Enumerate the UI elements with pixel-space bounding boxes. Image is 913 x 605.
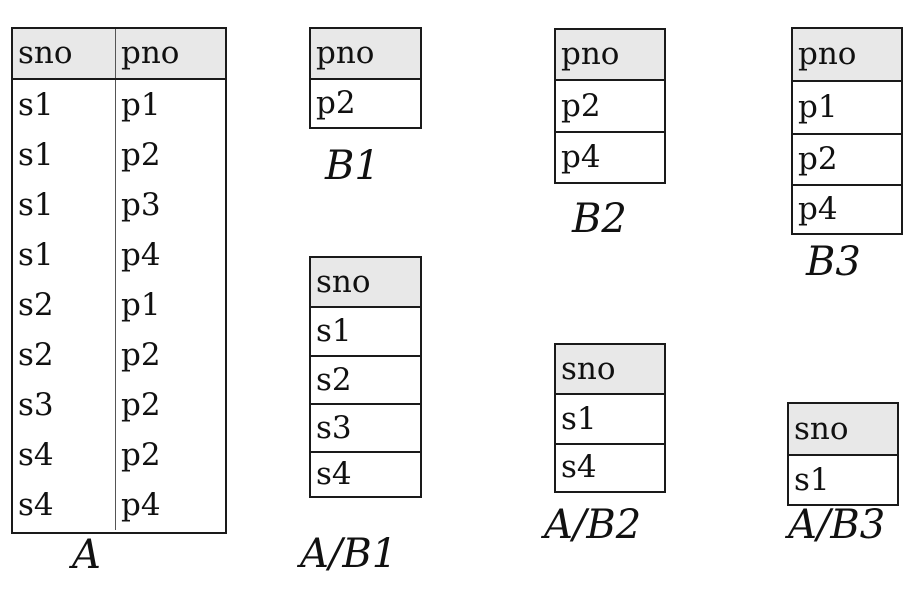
relation-a-cell-sno: s1 [13, 80, 116, 130]
relation-a-div-b1-header-sno: sno [316, 263, 371, 300]
relation-a-div-b3-header: sno [789, 404, 897, 456]
relation-b1-header: pno [311, 29, 420, 80]
relation-b3-header-pno: pno [798, 36, 857, 72]
relation-b2-cell: p2 [561, 87, 601, 124]
table-row: p2 [793, 133, 901, 184]
relation-a-div-b2-label: A/B2 [544, 502, 642, 548]
relation-a-cell-pno: p1 [121, 286, 161, 323]
relation-a-div-b1-table: sno s1 s2 s3 s4 [309, 256, 422, 498]
relation-a-div-b1-header: sno [311, 258, 420, 308]
relation-a-div-b3-header-sno: sno [794, 410, 849, 447]
relation-a-cell-pno: p1 [121, 86, 161, 123]
relation-b2-header-pno: pno [561, 36, 620, 72]
relation-a-header-pno: pno [121, 35, 180, 71]
table-row: s1 [789, 456, 897, 504]
relation-a-cell-sno: s2 [13, 330, 116, 380]
relation-b1-label: B1 [325, 143, 380, 189]
relation-a-cell-sno: s2 [13, 280, 116, 330]
relation-a-table: sno pno s1 p1 s1 p2 s1 p3 s1 p4 s2 p1 s2… [11, 27, 227, 534]
relation-a-cell-sno: s4 [13, 480, 116, 530]
table-row: p2 [556, 81, 664, 131]
relation-a-div-b2-cell: s4 [561, 448, 597, 485]
relation-b2-label: B2 [572, 196, 627, 242]
table-row: s2 p2 [13, 330, 225, 380]
table-row: s1 p3 [13, 180, 225, 230]
relation-a-cell-pno: p2 [121, 336, 161, 373]
relation-b2-cell: p4 [561, 139, 601, 175]
table-row: s4 p4 [13, 480, 225, 530]
relation-a-cell-sno: s4 [13, 430, 116, 480]
relation-b3-header: pno [793, 29, 901, 82]
table-row: s4 [556, 443, 664, 489]
relation-a-cell-pno: p4 [121, 236, 161, 273]
relation-a-div-b3-table: sno s1 [787, 402, 899, 506]
relation-a-cell-pno: p2 [121, 136, 161, 173]
relation-b3-label: B3 [806, 239, 861, 285]
relation-a-label: A [72, 532, 101, 578]
relation-a-div-b2-header: sno [556, 345, 664, 395]
table-row: s3 p2 [13, 380, 225, 430]
relation-b1-table: pno p2 [309, 27, 422, 129]
relation-b3-cell: p4 [798, 191, 838, 227]
relation-a-div-b2-header-sno: sno [561, 350, 616, 387]
table-row: s2 [311, 355, 420, 403]
relation-a-div-b1-cell: s4 [316, 456, 352, 492]
relation-a-header: sno pno [13, 29, 225, 80]
relation-a-cell-pno: p4 [121, 486, 161, 523]
relation-b3-cell: p1 [798, 89, 838, 125]
relation-a-cell-sno: s1 [13, 130, 116, 180]
relation-a-cell-sno: s1 [13, 180, 116, 230]
table-row: s1 p1 [13, 80, 225, 130]
relation-a-div-b2-cell: s1 [561, 400, 597, 437]
relation-a-div-b1-label: A/B1 [300, 531, 398, 577]
table-row: p2 [311, 80, 420, 127]
relation-b3-table: pno p1 p2 p4 [791, 27, 903, 235]
table-row: p4 [793, 184, 901, 233]
relation-a-div-b1-cell: s2 [316, 361, 352, 398]
relation-a-cell-pno: p2 [121, 386, 161, 423]
table-row: s3 [311, 403, 420, 451]
relation-b1-header-pno: pno [316, 35, 375, 71]
table-row: s1 [311, 308, 420, 355]
relation-a-div-b2-table: sno s1 s4 [554, 343, 666, 493]
table-row: s1 p4 [13, 230, 225, 280]
table-row: s4 [311, 451, 420, 496]
table-row: s4 p2 [13, 430, 225, 480]
relation-a-div-b3-label: A/B3 [788, 502, 886, 548]
relation-a-cell-sno: s1 [13, 230, 116, 280]
relation-b1-cell: p2 [316, 85, 356, 121]
relation-b3-cell: p2 [798, 141, 838, 177]
table-row: s2 p1 [13, 280, 225, 330]
relation-b2-table: pno p2 p4 [554, 28, 666, 184]
table-row: p1 [793, 82, 901, 133]
table-row: s1 [556, 395, 664, 443]
relation-a-div-b1-cell: s1 [316, 313, 352, 349]
relation-a-cell-pno: p3 [121, 186, 161, 223]
table-row: p4 [556, 131, 664, 182]
relation-a-header-sno: sno [13, 29, 116, 78]
relation-a-cell-pno: p2 [121, 436, 161, 473]
relation-a-div-b3-cell: s1 [794, 461, 830, 498]
table-row: s1 p2 [13, 130, 225, 180]
relation-a-div-b1-cell: s3 [316, 409, 352, 446]
relation-a-cell-sno: s3 [13, 380, 116, 430]
relation-b2-header: pno [556, 30, 664, 81]
